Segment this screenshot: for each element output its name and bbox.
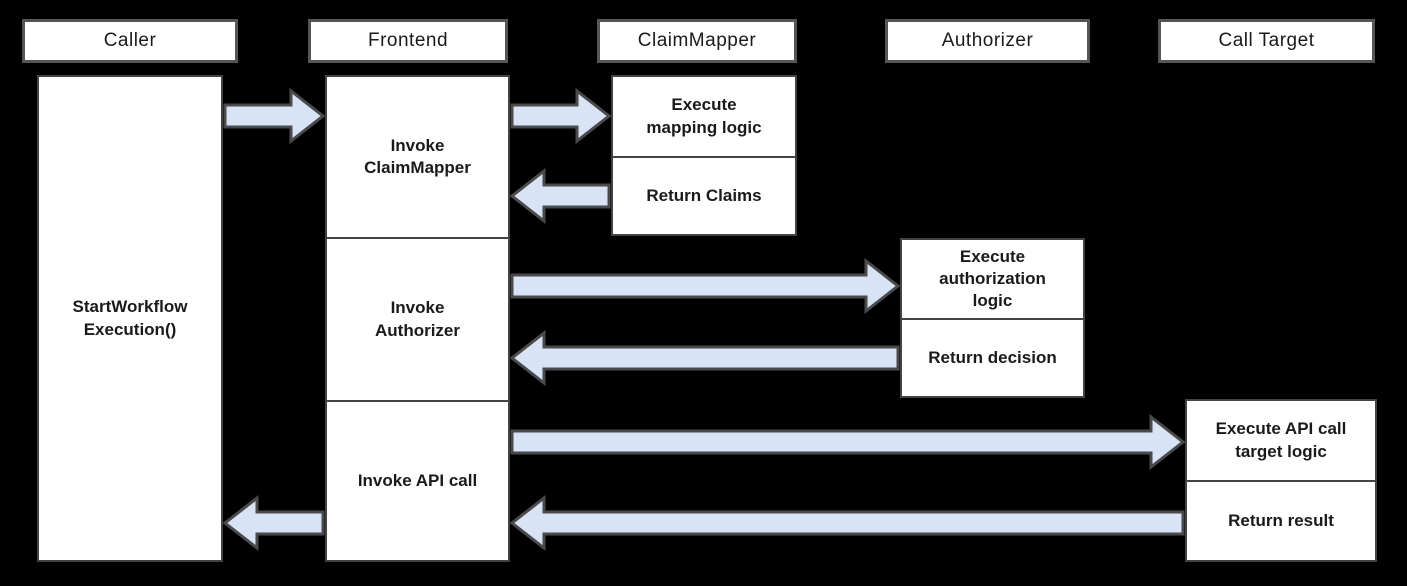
arrow-claimmapper-to-frontend — [510, 168, 611, 224]
authorizer-activation-box: Execute authorization logic Return decis… — [900, 238, 1085, 398]
claimmapper-step-return: Return Claims — [613, 156, 795, 234]
caller-activation-box: StartWorkflow Execution() — [37, 75, 223, 562]
arrow-frontend-to-caller — [223, 495, 325, 551]
lifeline-header-calltarget: Call Target — [1158, 19, 1375, 63]
lifeline-header-caller: Caller — [22, 19, 238, 63]
frontend-activation-box: Invoke ClaimMapper Invoke Authorizer Inv… — [325, 75, 510, 562]
arrow-caller-to-frontend — [223, 88, 325, 144]
arrow-authorizer-to-frontend — [510, 330, 900, 386]
arrow-frontend-to-authorizer — [510, 258, 900, 314]
lifeline-header-authorizer: Authorizer — [885, 19, 1090, 63]
frontend-step-invoke-claimmapper: Invoke ClaimMapper — [364, 135, 471, 177]
claimmapper-activation-box: Execute mapping logic Return Claims — [611, 75, 797, 236]
claimmapper-step-execute: Execute mapping logic — [646, 95, 762, 137]
frontend-step-invoke-authorizer: Invoke Authorizer — [327, 237, 508, 400]
arrow-frontend-to-claimmapper — [510, 88, 611, 144]
lifeline-header-authorizer-label: Authorizer — [941, 30, 1034, 51]
lifeline-header-frontend-label: Frontend — [367, 30, 449, 51]
arrow-calltarget-to-frontend — [510, 495, 1185, 551]
calltarget-activation-box: Execute API call target logic Return res… — [1185, 399, 1377, 562]
authorizer-step-execute: Execute authorization logic — [939, 246, 1046, 311]
lifeline-header-claimmapper-label: ClaimMapper — [637, 30, 757, 51]
calltarget-step-return: Return result — [1187, 480, 1375, 560]
caller-activation-label: StartWorkflow Execution() — [72, 297, 188, 339]
authorizer-step-return: Return decision — [902, 318, 1083, 396]
lifeline-header-frontend: Frontend — [308, 19, 508, 63]
lifeline-header-caller-label: Caller — [103, 30, 157, 51]
lifeline-header-claimmapper: ClaimMapper — [597, 19, 797, 63]
calltarget-step-execute: Execute API call target logic — [1215, 419, 1347, 461]
lifeline-header-calltarget-label: Call Target — [1218, 30, 1315, 51]
arrow-frontend-to-calltarget — [510, 414, 1185, 470]
frontend-step-invoke-api-call: Invoke API call — [327, 400, 508, 560]
